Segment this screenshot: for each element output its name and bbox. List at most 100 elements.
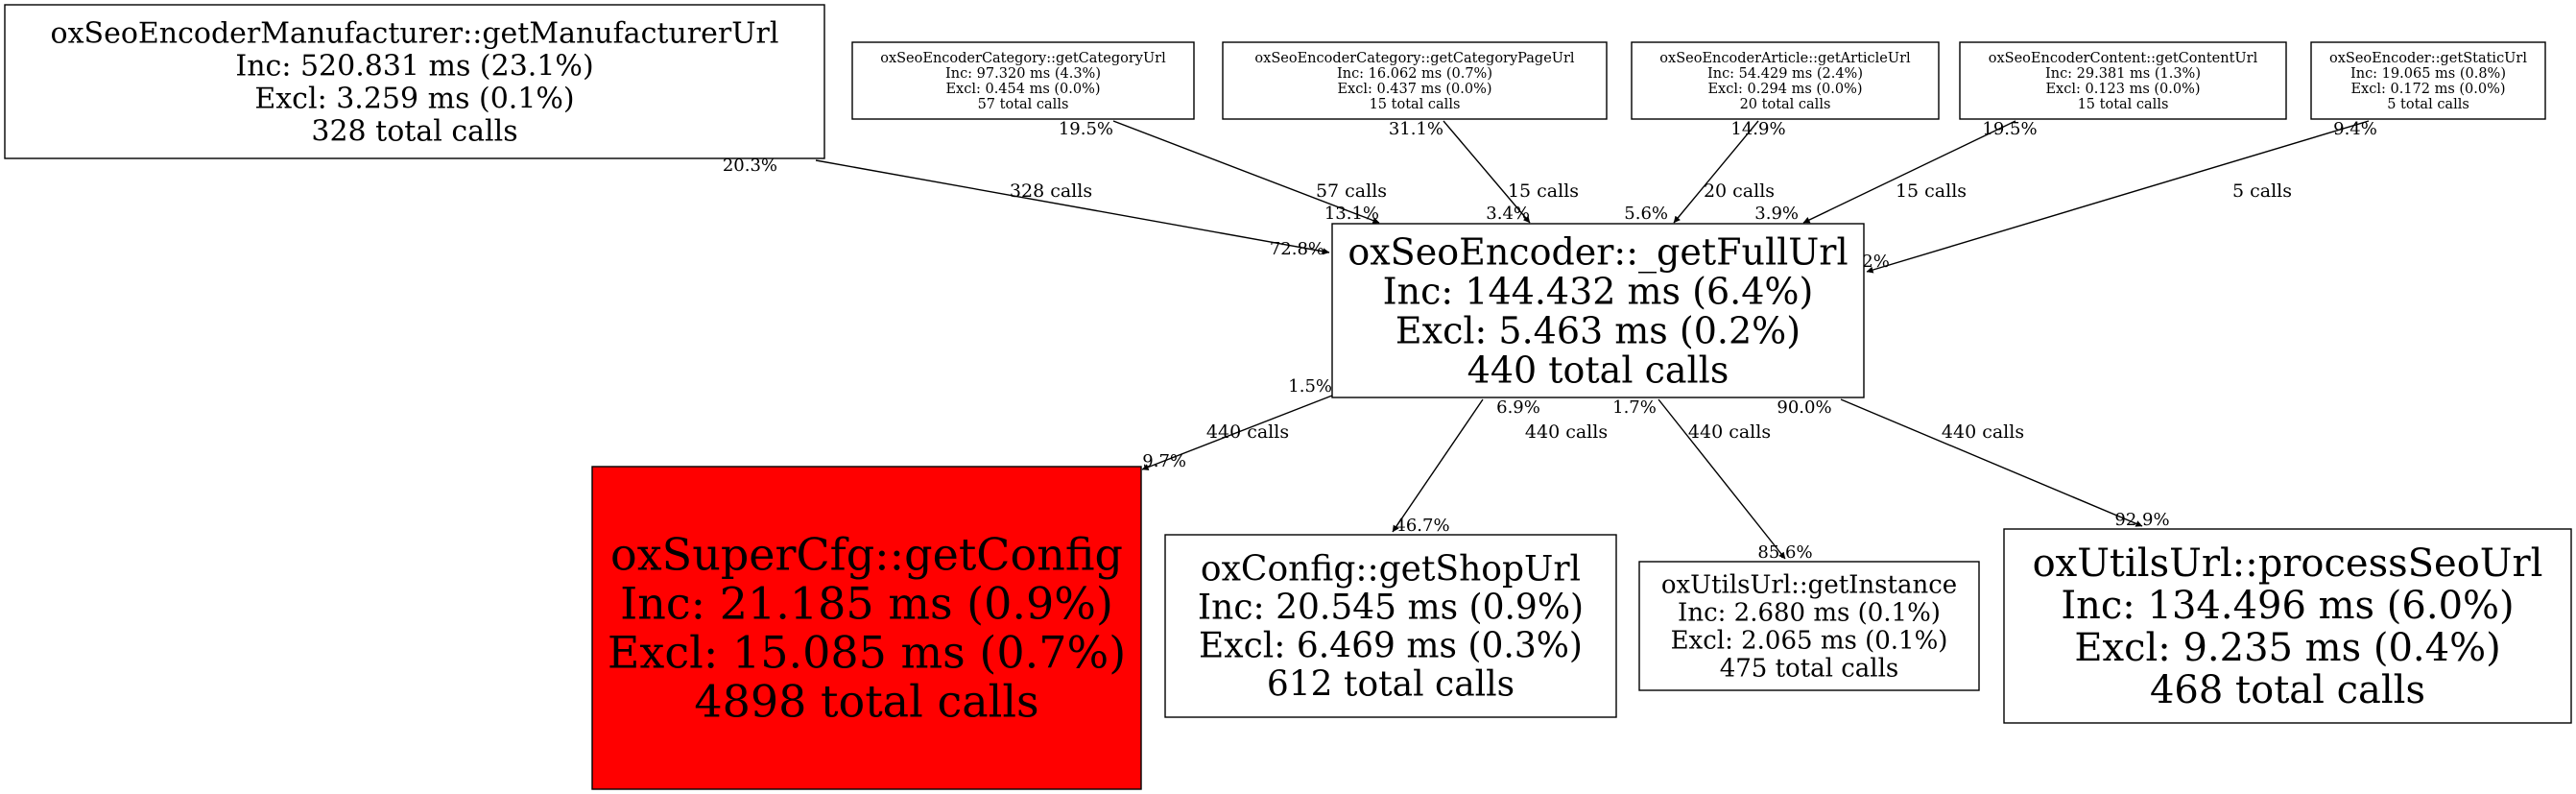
edge-line bbox=[1673, 120, 1759, 224]
edge-head-percent: 92.9% bbox=[2114, 510, 2169, 530]
edge-line bbox=[1658, 398, 1786, 560]
edge-head-percent: 3.4% bbox=[1486, 204, 1530, 224]
edge-calls-label: 328 calls bbox=[1010, 180, 1092, 202]
edge-line bbox=[1392, 398, 1484, 533]
node-total-calls: 5 total calls bbox=[2387, 97, 2469, 112]
edge-line bbox=[1443, 120, 1531, 224]
node-total-calls: 20 total calls bbox=[1740, 97, 1831, 112]
edge-head-percent: 3.9% bbox=[1754, 204, 1799, 224]
node-function-name: oxUtilsUrl::processSeoUrl bbox=[2033, 541, 2543, 586]
edge-head-percent: 72.8% bbox=[1270, 239, 1324, 259]
edge-line bbox=[1141, 395, 1333, 470]
node-box bbox=[1331, 223, 1865, 398]
node-total-calls: 475 total calls bbox=[1720, 655, 1899, 684]
edge-tail-percent: 90.0% bbox=[1777, 397, 1831, 418]
edge-head-percent: 9.7% bbox=[1142, 451, 1186, 471]
edge-head-percent: 5.6% bbox=[1624, 204, 1668, 224]
edge-tail-percent: 9.4% bbox=[2333, 119, 2377, 139]
edge-tail-percent: 1.7% bbox=[1612, 397, 1657, 418]
node-box bbox=[1631, 41, 1940, 120]
node-cat-page-url: oxSeoEncoderCategory::getCategoryPageUrl… bbox=[1222, 41, 1608, 120]
edge-tail-percent: 20.3% bbox=[723, 156, 777, 176]
node-mfr-url: oxSeoEncoderManufacturer::getManufacture… bbox=[4, 4, 825, 159]
edge-calls-label: 440 calls bbox=[1688, 421, 1771, 443]
node-function-name: oxSeoEncoderManufacturer::getManufacture… bbox=[51, 17, 779, 51]
node-inclusive-time: Inc: 20.545 ms (0.9%) bbox=[1198, 589, 1584, 628]
edge-mfr: 328 calls 20.3% 72.8% bbox=[723, 156, 1330, 259]
node-inclusive-time: Inc: 54.429 ms (2.4%) bbox=[1707, 66, 1863, 82]
node-box bbox=[4, 4, 825, 159]
edge-calls-label: 57 calls bbox=[1316, 180, 1387, 202]
node-exclusive-time: Excl: 0.123 ms (0.0%) bbox=[2045, 82, 2200, 97]
edge-head-percent: 85.6% bbox=[1757, 542, 1812, 563]
edges-layer: 328 calls 20.3% 72.8% 57 calls 19.5% 13.1% 15 … bbox=[723, 119, 2377, 563]
edge-calls-label: 440 calls bbox=[1525, 421, 1608, 443]
edge-calls-label: 15 calls bbox=[1508, 180, 1579, 202]
node-function-name: oxSeoEncoder::_getFullUrl bbox=[1348, 230, 1848, 274]
node-box bbox=[1959, 41, 2287, 120]
node-box bbox=[591, 466, 1142, 790]
edge-tail-percent: 19.5% bbox=[1059, 119, 1113, 139]
edge-cat: 57 calls 19.5% 13.1% bbox=[1059, 119, 1387, 224]
edge-line bbox=[1866, 120, 2370, 274]
node-inclusive-time: Inc: 16.062 ms (0.7%) bbox=[1337, 66, 1492, 82]
node-total-calls: 440 total calls bbox=[1467, 349, 1729, 391]
node-function-name: oxSuperCfg::getConfig bbox=[610, 529, 1123, 581]
node-exclusive-time: Excl: 15.085 ms (0.7%) bbox=[608, 627, 1126, 679]
edge-instance: 440 calls 1.7% 85.6% bbox=[1612, 397, 1812, 563]
node-exclusive-time: Excl: 2.065 ms (0.1%) bbox=[1671, 627, 1948, 656]
node-box bbox=[1638, 561, 1980, 691]
node-exclusive-time: Excl: 0.454 ms (0.0%) bbox=[945, 82, 1100, 97]
edge-head-percent: 13.1% bbox=[1324, 204, 1379, 224]
edge-tail-percent: 31.1% bbox=[1389, 119, 1443, 139]
edge-tail-percent: 1.5% bbox=[1288, 376, 1332, 397]
edge-line bbox=[1840, 398, 2143, 527]
node-total-calls: 15 total calls bbox=[2078, 97, 2169, 112]
node-inclusive-time: Inc: 19.065 ms (0.8%) bbox=[2350, 66, 2506, 82]
edge-calls-label: 15 calls bbox=[1896, 180, 1967, 202]
node-exclusive-time: Excl: 5.463 ms (0.2%) bbox=[1395, 309, 1801, 351]
node-total-calls: 4898 total calls bbox=[694, 676, 1038, 728]
nodes-layer: oxSeoEncoderManufacturer::getManufacture… bbox=[4, 4, 2572, 790]
edge-calls-label: 440 calls bbox=[1206, 421, 1289, 443]
edge-config: 440 calls 1.5% 9.7% bbox=[1141, 376, 1333, 471]
node-inclusive-time: Inc: 97.320 ms (4.3%) bbox=[945, 66, 1101, 82]
edge-process: 440 calls 90.0% 92.9% bbox=[1777, 397, 2169, 530]
node-exclusive-time: Excl: 0.437 ms (0.0%) bbox=[1337, 82, 1491, 97]
edge-line bbox=[815, 159, 1330, 255]
node-exclusive-time: Excl: 9.235 ms (0.4%) bbox=[2074, 626, 2500, 670]
edge-calls-label: 440 calls bbox=[1942, 421, 2024, 443]
node-total-calls: 328 total calls bbox=[311, 115, 517, 149]
node-inclusive-time: Inc: 144.432 ms (6.4%) bbox=[1383, 270, 1814, 312]
node-exclusive-time: Excl: 0.172 ms (0.0%) bbox=[2350, 82, 2505, 97]
edge-head-percent: 46.7% bbox=[1395, 516, 1449, 536]
node-total-calls: 468 total calls bbox=[2150, 668, 2425, 712]
node-function-name: oxUtilsUrl::getInstance bbox=[1661, 571, 1957, 600]
node-function-name: oxSeoEncoderArticle::getArticleUrl bbox=[1659, 51, 1911, 66]
edge-catpage: 15 calls 31.1% 3.4% bbox=[1389, 119, 1579, 224]
edge-line bbox=[1802, 120, 2016, 224]
node-box bbox=[2003, 528, 2572, 724]
node-total-calls: 612 total calls bbox=[1267, 665, 1515, 705]
node-exclusive-time: Excl: 3.259 ms (0.1%) bbox=[254, 83, 574, 116]
node-total-calls: 15 total calls bbox=[1370, 97, 1461, 112]
node-inclusive-time: Inc: 134.496 ms (6.0%) bbox=[2061, 584, 2514, 628]
node-function-name: oxSeoEncoderCategory::getCategoryUrl bbox=[880, 51, 1166, 66]
node-inclusive-time: Inc: 520.831 ms (23.1%) bbox=[235, 50, 593, 84]
node-exclusive-time: Excl: 6.469 ms (0.3%) bbox=[1199, 627, 1583, 666]
node-total-calls: 57 total calls bbox=[978, 97, 1069, 112]
node-function-name: oxSeoEncoderCategory::getCategoryPageUrl bbox=[1254, 51, 1575, 66]
node-function-name: oxSeoEncoderContent::getContentUrl bbox=[1989, 51, 2258, 66]
edge-tail-percent: 6.9% bbox=[1496, 397, 1540, 418]
node-box bbox=[1164, 534, 1617, 718]
